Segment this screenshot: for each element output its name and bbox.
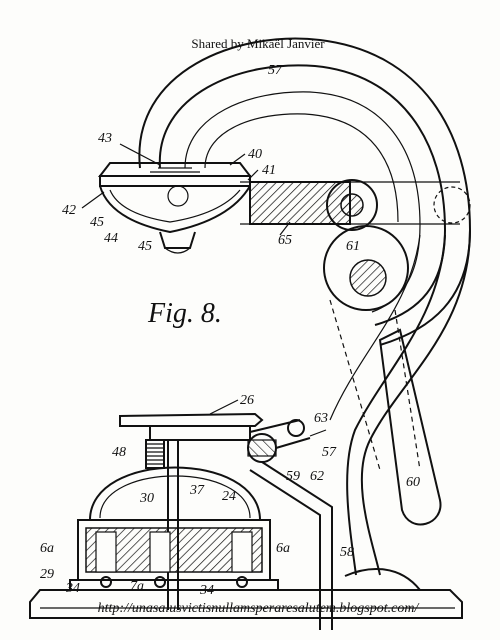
credit-text: Shared by Mikaël Janvier [191,36,325,51]
label-40: 40 [248,147,262,162]
leader-lines [81,143,327,437]
label-59: 59 [286,469,300,484]
label-63: 63 [314,411,328,426]
label-58: 58 [340,545,354,560]
pivot-63 [287,419,305,437]
label-7a: 7a [130,579,144,594]
label-45-left: 45 [90,215,104,230]
label-57-top: 57 [268,63,283,78]
label-48: 48 [112,445,126,460]
source-url: http://unasalusvictisnullamsperaresalute… [98,601,420,616]
label-34-right: 34 [199,583,214,598]
label-45-bottom: 45 [138,239,152,254]
label-30: 30 [139,491,154,506]
label-6a-left: 6a [40,541,54,556]
arm-foot [344,567,421,591]
label-6a-right: 6a [276,541,290,556]
label-43: 43 [98,131,112,146]
dashed-pulley [433,186,471,224]
curved-arm [138,37,472,576]
upper-pulley [326,179,378,231]
label-24: 24 [222,489,236,504]
label-57-lower: 57 [322,445,337,460]
label-62: 62 [310,469,324,484]
foot-plate [29,589,463,619]
spring-48 [145,439,165,469]
dome-housing [88,466,262,521]
label-41: 41 [262,163,276,178]
rod-37 [167,440,179,610]
base-block [69,519,279,591]
label-29: 29 [40,567,54,582]
label-34-left: 34 [65,581,80,596]
label-26: 26 [240,393,254,408]
bar-65 [249,181,351,225]
label-44: 44 [104,231,118,246]
label-37: 37 [189,483,205,498]
figure-title: Fig. 8. [147,298,222,329]
label-60: 60 [406,475,420,490]
reference-labels: 57 43 40 41 42 45 44 45 65 61 26 63 48 5… [40,63,420,598]
roller-61 [323,225,409,311]
head-assembly [97,162,253,254]
label-42: 42 [62,203,76,218]
label-65: 65 [278,233,292,248]
label-61: 61 [346,239,360,254]
lever-60 [378,328,442,526]
table-26 [119,412,301,441]
